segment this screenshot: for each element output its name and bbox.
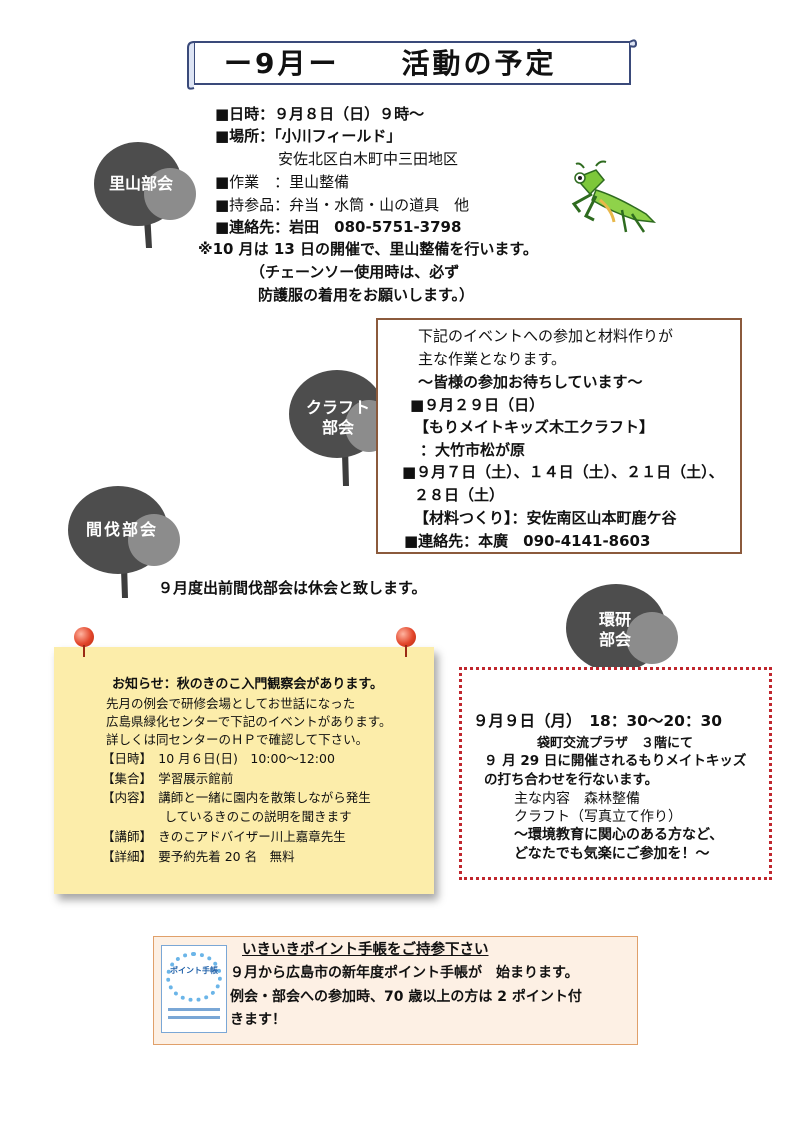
kankyo-info-box <box>459 667 772 880</box>
kankyo-content-2: クラフト（写真立て作り） <box>514 809 682 825</box>
craft-intro-3: ～皆様の参加お待ちしています～ <box>418 373 643 391</box>
notice-lecturer: 【講師】 きのこアドバイザー川上嘉章先生 <box>102 829 346 844</box>
satoyama-contact: ■連絡先：岩田 080-5751-3798 <box>215 218 462 236</box>
satoyama-place: ■場所：「小川フィールド」 <box>215 127 402 145</box>
title-banner: ー9月ー 活動の予定 <box>186 36 638 90</box>
notice-card <box>54 647 434 894</box>
pushpin-icon-left <box>74 627 94 647</box>
craft-material-dates: ■９月７日（土）、１４日（土）、２１日（土）、 <box>402 463 724 481</box>
satoyama-tree-label: 里山部会 <box>108 174 173 193</box>
tree-icon-satoyama: 里山部会 <box>90 132 200 250</box>
satoyama-note-3: 防護服の着用をお願いします。） <box>258 286 475 304</box>
tree-icon-kankyo: 環研 部会 <box>560 580 682 696</box>
kankyo-desc-1: ９ 月 29 日に開催されるもりメイトキッズ <box>484 753 747 769</box>
point-heading: いきいきポイント手帳をご持参下さい <box>242 942 489 958</box>
point-line-2: 例会・部会への参加時、70 歳以上の方は 2 ポイント付 <box>230 989 582 1005</box>
notice-line-3: 詳しくは同センターのＨＰで確認して下さい。 <box>106 732 369 747</box>
booklet-title: ポイント手帳 <box>170 966 218 975</box>
pushpin-stem-right <box>405 645 407 657</box>
kankyo-datetime: ９月９日（月） 18：30～20：30 <box>473 712 723 730</box>
satoyama-items: ■持参品：弁当・水筒・山の道具 他 <box>215 196 470 214</box>
satoyama-note-2: （チェーンソー使用時は、必ず <box>250 263 460 281</box>
craft-event-place: ：大竹市松が原 <box>420 441 526 459</box>
point-booklet-box <box>153 936 638 1045</box>
craft-tree-label-2: 部会 <box>321 418 354 437</box>
notice-line-1: 先月の例会で研修会場としてお世話になった <box>106 696 356 711</box>
kankyo-tree-label-1: 環研 <box>598 610 631 629</box>
kankyo-place: 袋町交流プラザ ３階にて <box>537 736 694 751</box>
craft-contact: ■連絡先：本廣 090-4141-8603 <box>404 532 651 550</box>
craft-event-name: 【もりメイトキッズ木工クラフト】 <box>414 418 655 436</box>
page-title: ー9月ー 活動の予定 <box>224 47 557 80</box>
kankyo-invite-1: ～環境教育に関心のある方など、 <box>514 827 724 843</box>
satoyama-address: 安佐北区白木町中三田地区 <box>278 150 459 168</box>
satoyama-note-1: ※10 月は 13 日の開催で、里山整備を行います。 <box>198 240 538 258</box>
pushpin-icon-right <box>396 627 416 647</box>
point-line-1: ９月から広島市の新年度ポイント手帳が 始まります。 <box>230 965 579 981</box>
kankyo-content: 主な内容 森林整備 <box>514 791 640 807</box>
craft-intro-2: 主な作業となります。 <box>418 350 567 368</box>
tree-icon-kanbatsu: 間伐部会 <box>66 480 182 600</box>
point-booklet-image: ポイント手帳 <box>161 945 227 1033</box>
craft-event-date: ■９月２９日（日） <box>410 396 545 414</box>
kanbatsu-note: ９月度出前間伐部会は休会と致します。 <box>158 579 427 597</box>
satoyama-work: ■作業 ：里山整備 <box>215 173 350 191</box>
kankyo-tree-label-2: 部会 <box>598 630 631 649</box>
mantis-icon <box>566 160 662 236</box>
notice-line-2: 広島県緑化センターで下記のイベントがあります。 <box>106 714 392 729</box>
kanbatsu-tree-label: 間伐部会 <box>85 520 158 539</box>
notice-date: 【日時】 10 月６日(日) 10:00～12:00 <box>102 751 335 766</box>
notice-details: 【詳細】 要予約先着 20 名 無料 <box>102 849 295 864</box>
notice-content-2: しているきのこの説明を聞きます <box>102 809 352 824</box>
craft-material-dates-2: ２８日（土） <box>414 486 505 504</box>
satoyama-date: ■日時：９月８日（日）９時～ <box>215 105 425 123</box>
pushpin-stem-left <box>83 645 85 657</box>
notice-meeting: 【集合】 学習展示館前 <box>102 771 234 786</box>
point-line-3: きます！ <box>230 1012 286 1028</box>
notice-heading: お知らせ：秋のきのこ入門観察会があります。 <box>112 677 384 692</box>
craft-material-place: 【材料つくり】：安佐南区山本町鹿ケ谷 <box>414 509 677 527</box>
craft-tree-label-1: クラフト <box>305 398 370 417</box>
notice-content: 【内容】 講師と一緒に園内を散策しながら発生 <box>102 790 371 805</box>
kankyo-invite-2: どなたでも気楽にご参加を！～ <box>514 846 710 862</box>
kankyo-desc-2: の打ち合わせを行ないます。 <box>484 772 659 788</box>
craft-intro-1: 下記のイベントへの参加と材料作りが <box>418 327 674 345</box>
craft-info-box <box>376 318 742 554</box>
